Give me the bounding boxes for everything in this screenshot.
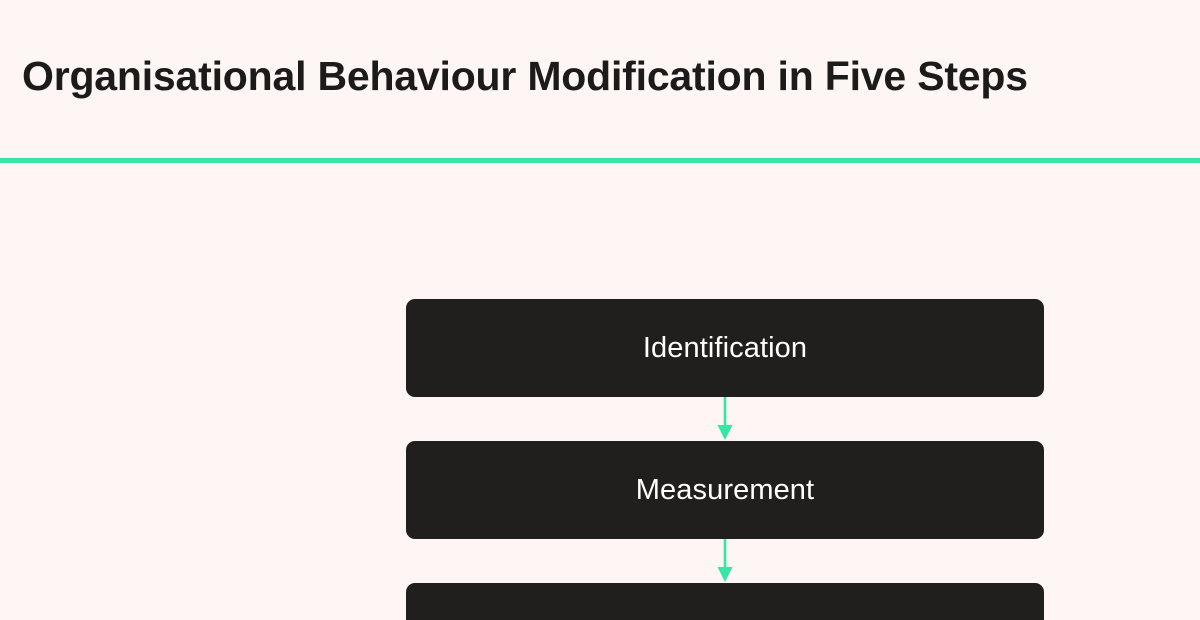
arrow-down-icon bbox=[717, 539, 733, 582]
flow-diagram: Identification Measurement Analysis bbox=[0, 163, 1200, 620]
flow-connector-1 bbox=[406, 397, 1044, 441]
flow-step-label: Analysis bbox=[671, 617, 780, 620]
flow-step-identification[interactable]: Identification bbox=[406, 299, 1044, 397]
flow-step-label: Measurement bbox=[635, 473, 815, 506]
arrow-down-icon bbox=[717, 397, 733, 440]
flow-steps-container: Identification Measurement Analysis bbox=[406, 299, 1044, 620]
flow-connector-2 bbox=[406, 539, 1044, 583]
flow-step-analysis[interactable]: Analysis bbox=[406, 583, 1044, 620]
header-accent-divider bbox=[0, 158, 1200, 163]
page-title: Organisational Behaviour Modification in… bbox=[22, 53, 1028, 99]
flow-step-measurement[interactable]: Measurement bbox=[406, 441, 1044, 539]
flow-step-label: Identification bbox=[642, 331, 808, 364]
page-header: Organisational Behaviour Modification in… bbox=[0, 0, 1200, 163]
